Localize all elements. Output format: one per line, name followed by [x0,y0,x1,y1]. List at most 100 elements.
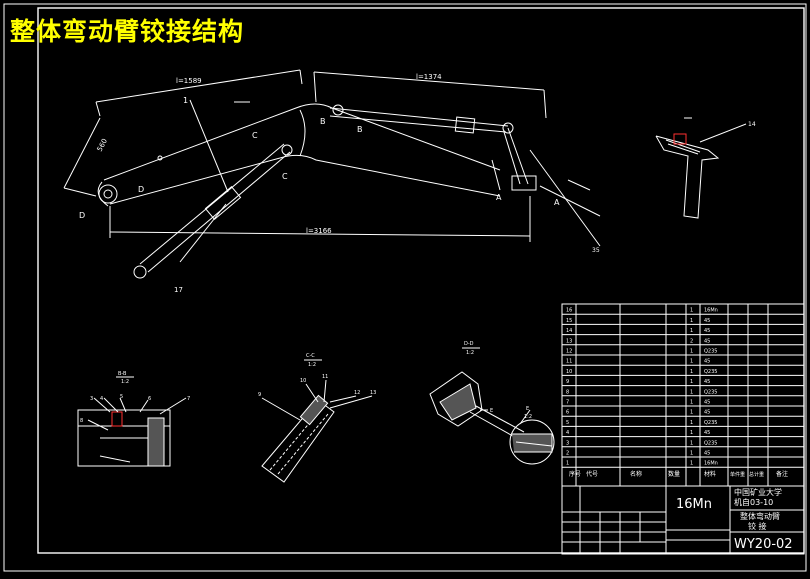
lower-cylinder [133,143,291,279]
row-qty: 1 [690,430,693,436]
leader-1 [189,99,229,193]
row-qty: 1 [690,379,693,385]
row-material: 16Mn [704,308,718,314]
inner-border [37,7,805,554]
section-cc-scale: 1:2 [308,362,316,368]
row-material: Q235 [704,369,717,375]
cc-callout-9: 9 [258,392,261,398]
boom-bend [299,109,306,157]
label-b1: B [320,117,326,126]
dim-l3166-text: l=3166 [306,227,332,235]
row-seq: 13 [566,338,572,344]
row-seq: 4 [566,430,569,436]
dim-560: 560 [63,117,109,197]
row-qty: 1 [690,308,693,314]
part-name: 整体弯动臂 [740,511,780,521]
row-seq: 6 [566,410,569,416]
cc-callout-13: 13 [370,390,376,396]
detail-e-label: E [526,406,529,412]
outer-border [3,3,807,572]
row-material: Q235 [704,440,717,446]
header-total-weight: 总计重 [749,471,764,478]
dim-l1589-text: l=1589 [176,77,202,85]
row-seq: 16 [566,308,572,314]
row-seq: 7 [566,400,569,406]
upper-cylinder [329,104,537,191]
bb-callout-6: 6 [148,396,151,402]
label-c2: C [282,172,288,181]
detail-bracket-label: 14 [748,121,756,128]
material-16mn: 16Mn [676,497,712,512]
part-name-2: 铰 接 [748,521,767,531]
section-line-a [539,185,601,217]
row-material: 45 [704,451,710,457]
cc-callout-12: 12 [354,390,360,396]
cc-callout-10: 10 [300,378,306,384]
boom-lower-edge [109,154,501,205]
row-material: 45 [704,318,710,324]
dim-l1374: l=1374 [313,71,547,119]
school-name: 中国矿业大学 [734,487,782,497]
row-qty: 1 [690,318,693,324]
row-seq: 1 [566,461,569,467]
row-seq: 15 [566,318,572,324]
bb-callout-4: 4 [100,396,103,402]
row-material: 45 [704,400,710,406]
header-material: 材料 [704,470,716,478]
label-d2: D [79,211,85,220]
row-qty: 1 [690,349,693,355]
row-seq: 5 [566,420,569,426]
bend-pin [281,144,293,156]
dim-l1374-text: l=1374 [416,73,442,81]
label-a2: A [554,198,560,207]
row-material: Q235 [704,420,717,426]
section-line-a2 [567,179,591,191]
bb-callout-3: 3 [90,396,93,402]
dim-560-text: 560 [96,137,109,153]
main-view: l=1589 l=1374 560 l=3166 [63,69,601,294]
row-material: 45 [704,328,710,334]
row-seq: 8 [566,389,569,395]
row-material: Q235 [704,389,717,395]
title-block-frame [561,485,805,555]
label-a1: A [496,193,502,202]
row-qty: 1 [690,410,693,416]
row-material: 16Mn [704,461,718,467]
header-remark: 备注 [776,470,788,478]
row-material: Q235 [704,349,717,355]
header-qty: 数量 [668,470,680,478]
section-cc: C-C 1:2 9 10 11 12 13 [258,353,376,483]
section-dd: D-D 1:2 E [429,341,525,441]
dim-l3166: l=3166 [109,196,531,242]
row-qty: 1 [690,359,693,365]
row-seq: 10 [566,369,572,375]
row-qty: 1 [690,420,693,426]
row-seq: 2 [566,451,569,457]
root-pin-hole [103,189,113,199]
label-c1: C [252,131,258,140]
leader-17 [179,203,227,263]
row-seq: 3 [566,440,569,446]
small-pin [157,155,163,161]
label-1: 1 [183,96,188,105]
row-material: 45 [704,410,710,416]
class-name: 机自03-10 [734,497,773,507]
row-material: 45 [704,338,710,344]
detail-e: E 1:2 [509,406,555,465]
bb-callout-7: 7 [187,396,190,402]
header-seq: 序号 [569,470,581,478]
row-seq: 11 [566,359,572,365]
row-seq: 12 [566,349,572,355]
row-qty: 1 [690,400,693,406]
label-17: 17 [174,286,183,294]
row-material: 45 [704,359,710,365]
section-cc-title: C-C [306,353,315,359]
row-material: 45 [704,430,710,436]
row-qty: 2 [690,338,693,344]
detail-e-scale: 1:2 [524,414,532,420]
label-35: 35 [592,247,600,254]
